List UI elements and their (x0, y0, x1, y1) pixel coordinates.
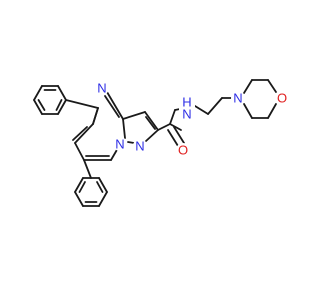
atom-n-pyrazole: N (133, 139, 147, 154)
pyrimidine-ring (65, 91, 126, 161)
atom-amide-o: O (176, 143, 190, 158)
atom-n-pyrimidine: N (95, 81, 109, 96)
phenyl-ring-top (33, 85, 67, 115)
atom-morpholine-n: N (231, 91, 245, 106)
phenyl-ring-bottom (74, 177, 108, 207)
carboxamide-group (157, 107, 186, 147)
morpholine-ring (243, 79, 277, 119)
chemical-structure-canvas: N N N H N O N O (33, 79, 289, 207)
ethyl-linker (194, 97, 233, 115)
atom-label: N (182, 107, 191, 122)
atom-label: H (182, 95, 191, 110)
atom-morpholine-o: O (275, 91, 289, 106)
pyrazole-ring (122, 111, 159, 144)
bond-to-bottom-phenyl (83, 159, 92, 179)
atom-amide-nh: H N (179, 95, 195, 122)
atom-label: O (178, 143, 188, 158)
atom-label: N (97, 81, 106, 96)
atom-label: N (135, 139, 144, 154)
atom-label: N (233, 91, 242, 106)
atom-label: O (277, 91, 287, 106)
atom-n-bridge: N (113, 137, 127, 152)
molecule-structure: N N N H N O N O (33, 79, 289, 207)
atom-label: N (115, 137, 124, 152)
